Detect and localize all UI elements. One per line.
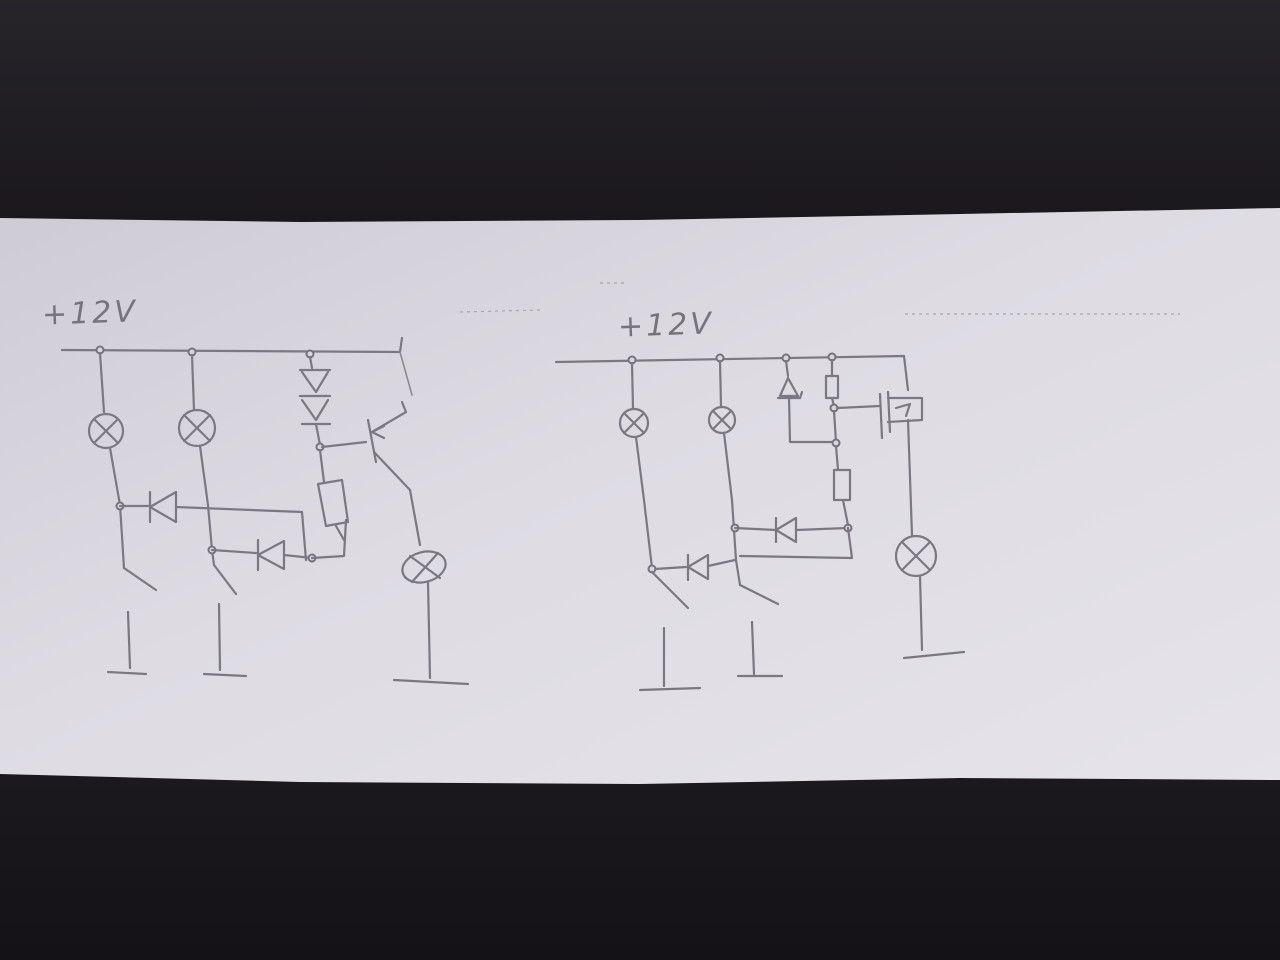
lamp-3-icon — [401, 550, 447, 584]
lamp-1-icon — [87, 412, 125, 450]
resistor-r1-icon — [824, 374, 840, 400]
dark-desk-background-bottom — [0, 770, 1280, 960]
diode-db-icon — [774, 516, 798, 544]
zener-diode-icon — [776, 376, 804, 400]
zener-diode-stack-icon — [298, 368, 332, 426]
supply-label-left: +12V — [41, 294, 139, 333]
transistor-icon — [366, 410, 412, 492]
switch-b-icon — [738, 583, 780, 606]
ground-3-icon — [392, 678, 470, 686]
ground-c-icon — [902, 650, 966, 660]
ground-2-icon — [202, 672, 248, 678]
lamp-b-icon — [707, 405, 737, 435]
diode-d1-icon — [148, 490, 178, 524]
mosfet-icon — [878, 390, 924, 440]
lamp-c-icon — [894, 534, 938, 578]
supply-rail-right — [554, 354, 910, 392]
switch-2-icon — [212, 563, 238, 596]
switch-a-icon — [650, 570, 690, 610]
diode-da-icon — [686, 553, 710, 582]
ground-a-icon — [638, 686, 702, 692]
diode-d2-icon — [256, 538, 286, 572]
lamp-a-icon — [618, 407, 650, 439]
lamp-2-icon — [177, 408, 217, 448]
dark-desk-background-top — [0, 0, 1280, 230]
resistor-relay-coil-icon — [316, 478, 350, 528]
supply-label-right: +12V — [617, 306, 715, 345]
circuit-right — [554, 352, 966, 692]
ground-1-icon — [106, 670, 148, 676]
circuit-left — [60, 336, 470, 686]
switch-1-icon — [122, 566, 158, 592]
resistor-r2-icon — [832, 468, 852, 502]
faint-paper-marks — [459, 282, 1180, 315]
supply-rail-left — [60, 336, 404, 354]
